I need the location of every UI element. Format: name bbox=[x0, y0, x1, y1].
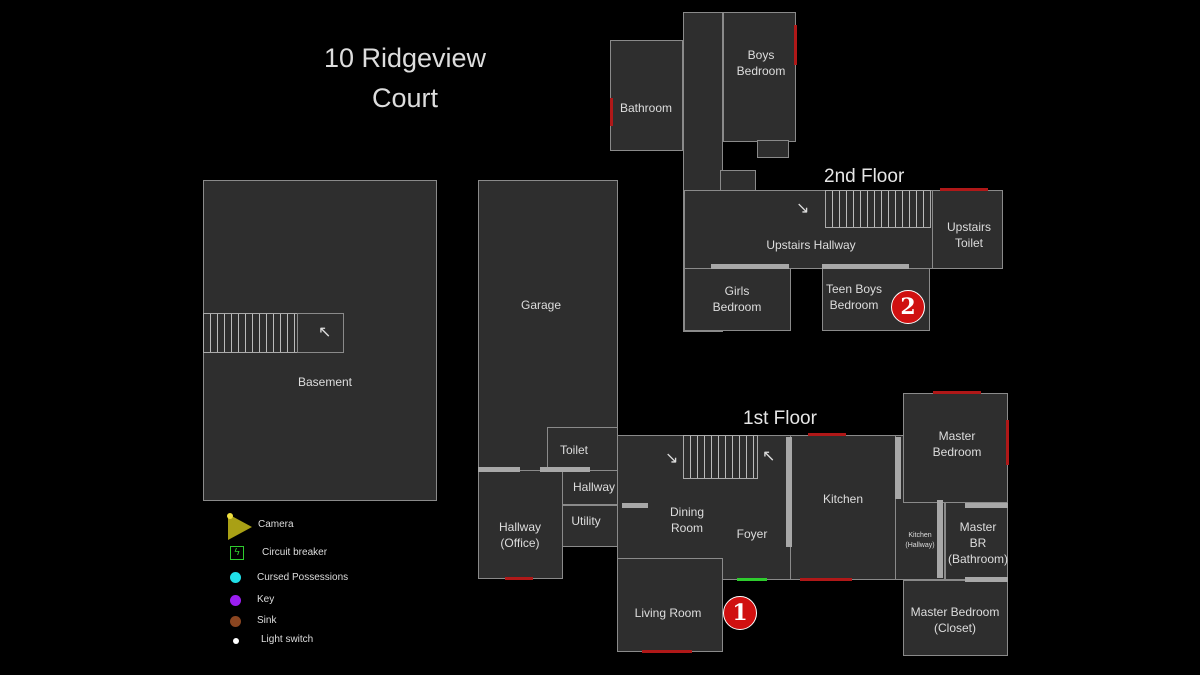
label-toilet: Toilet bbox=[559, 443, 589, 457]
marker-1[interactable]: 1 bbox=[723, 596, 757, 630]
sink-icon bbox=[230, 616, 241, 627]
door bbox=[794, 25, 797, 65]
room-master-br bbox=[945, 502, 1008, 580]
marker-2[interactable]: 2 bbox=[891, 290, 925, 324]
map-title: 10 Ridgeview Court bbox=[323, 43, 487, 113]
second-floor-label: 2nd Floor bbox=[824, 166, 905, 187]
label-master-br: Master BR (Bathroom) bbox=[947, 520, 1009, 566]
label-kitchen-hallway: Kitchen (Hallway) bbox=[905, 532, 935, 549]
upstairs-small-closet bbox=[720, 170, 756, 191]
door bbox=[933, 391, 981, 394]
second-floor-stairs bbox=[825, 190, 931, 228]
label-master-bedroom: Master Bedroom bbox=[932, 429, 982, 459]
wall bbox=[711, 264, 789, 269]
door bbox=[808, 433, 846, 436]
label-basement: Basement bbox=[297, 375, 353, 389]
wall bbox=[478, 467, 520, 472]
boys-bedroom-closet bbox=[757, 140, 789, 158]
label-boys-bedroom: Boys Bedroom bbox=[736, 48, 786, 78]
label-dining-room: Dining Room bbox=[669, 505, 705, 535]
legend-label-key: Key bbox=[257, 594, 275, 605]
room-boys-bedroom bbox=[723, 12, 796, 142]
door bbox=[505, 577, 533, 580]
cursed-possessions-icon bbox=[230, 572, 241, 583]
door bbox=[1006, 420, 1009, 465]
label-hallway-office: Hallway (Office) bbox=[498, 520, 542, 550]
arrow-icon: ↖ bbox=[318, 324, 332, 341]
label-upstairs-toilet: Upstairs Toilet bbox=[946, 220, 992, 250]
arrow-icon: ↖ bbox=[762, 448, 776, 465]
first-floor-stairs bbox=[683, 435, 758, 479]
label-girls-bedroom: Girls Bedroom bbox=[712, 284, 762, 314]
door bbox=[610, 98, 613, 126]
arrow-icon: ↘ bbox=[796, 200, 810, 217]
wall bbox=[895, 437, 901, 499]
legend-label-light-switch: Light switch bbox=[261, 634, 314, 645]
label-kitchen: Kitchen bbox=[822, 492, 864, 506]
label-living-room: Living Room bbox=[634, 606, 702, 620]
legend-label-cursed-possessions: Cursed Possessions bbox=[257, 572, 349, 583]
label-teen-boys-bedroom: Teen Boys Bedroom bbox=[825, 282, 883, 312]
room-kitchen bbox=[790, 435, 896, 580]
label-master-closet: Master Bedroom (Closet) bbox=[910, 605, 1000, 635]
wall bbox=[965, 503, 1008, 508]
room-master-closet bbox=[903, 580, 1008, 656]
label-garage: Garage bbox=[520, 298, 562, 312]
legend-label-circuit-breaker: Circuit breaker bbox=[262, 547, 328, 558]
wall bbox=[937, 500, 943, 578]
basement-stairs bbox=[203, 313, 298, 353]
room-bathroom bbox=[610, 40, 683, 151]
door bbox=[642, 650, 692, 653]
wall bbox=[622, 503, 648, 508]
room-living-room bbox=[617, 558, 723, 652]
room-toilet bbox=[547, 427, 618, 471]
first-floor-label: 1st Floor bbox=[743, 408, 817, 429]
label-bathroom: Bathroom bbox=[619, 101, 673, 115]
label-foyer: Foyer bbox=[736, 527, 768, 541]
wall bbox=[965, 577, 1008, 582]
legend-label-camera: Camera bbox=[258, 519, 294, 530]
label-hallway: Hallway bbox=[572, 480, 616, 494]
basement-landing bbox=[297, 313, 344, 353]
legend-label-sink: Sink bbox=[257, 615, 277, 626]
wall bbox=[540, 467, 590, 472]
door bbox=[940, 188, 988, 191]
wall bbox=[822, 264, 909, 269]
front-door bbox=[737, 578, 767, 581]
light-switch-icon bbox=[233, 638, 239, 644]
wall bbox=[786, 437, 792, 547]
label-utility: Utility bbox=[571, 514, 601, 528]
camera-icon bbox=[227, 513, 252, 540]
arrow-icon: ↘ bbox=[665, 450, 679, 467]
key-icon bbox=[230, 595, 241, 606]
label-upstairs-hallway: Upstairs Hallway bbox=[766, 238, 856, 252]
circuit-breaker-icon: ϟ bbox=[230, 546, 244, 560]
door bbox=[800, 578, 852, 581]
room-utility bbox=[562, 505, 624, 547]
